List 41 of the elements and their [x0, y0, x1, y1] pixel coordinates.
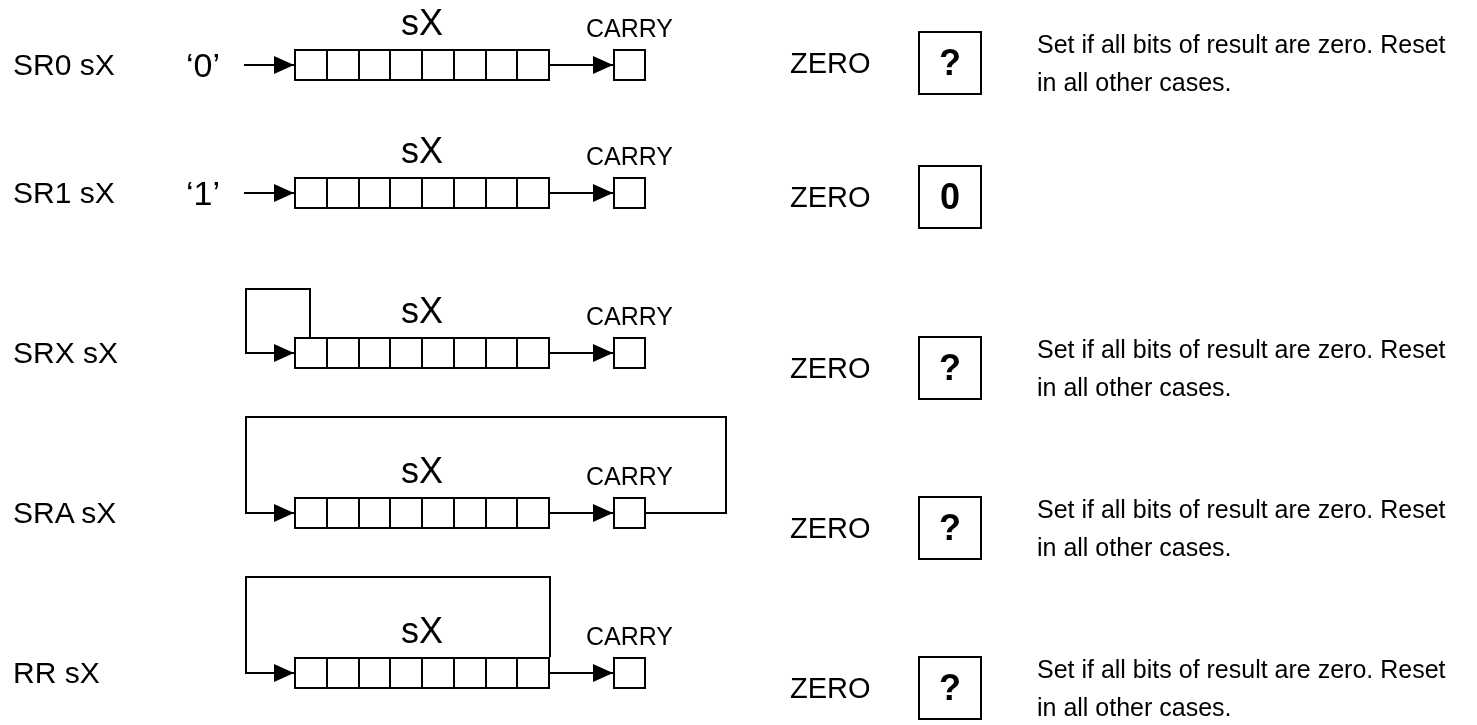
flag-name: ZERO [790, 514, 871, 543]
flag-name: ZERO [790, 674, 871, 703]
carry-flag-name: CARRY [585, 16, 674, 44]
register-name: sX [401, 613, 443, 653]
input-bit-label: ‘0’ [186, 41, 244, 89]
register-name: sX [401, 133, 443, 173]
instruction-label: RR sX [13, 658, 100, 688]
zero-flag-box: ? [918, 31, 982, 95]
register-name: sX [401, 293, 443, 333]
flag-description: Set if all bits of result are zero. Reset in all other cases. [1037, 494, 1447, 563]
carry-flag-name: CARRY [585, 304, 674, 332]
flag-description: Set if all bits of result are zero. Reset in all other cases. [1037, 334, 1447, 403]
instruction-label: SR1 sX [13, 178, 115, 208]
arrow [549, 184, 614, 202]
carry-flag-name: CARRY [585, 464, 674, 492]
flag-name: ZERO [790, 354, 871, 383]
zero-flag-box: ? [918, 496, 982, 560]
arrow [549, 56, 614, 74]
arrow [243, 184, 295, 202]
carry-flag-name: CARRY [585, 144, 674, 172]
zero-flag-box: ? [918, 336, 982, 400]
arrow [549, 504, 614, 522]
flag-name: ZERO [790, 49, 871, 78]
instruction-label: SRX sX [13, 338, 119, 368]
register-name: sX [401, 5, 443, 45]
arrow [243, 56, 295, 74]
carry-flag-name: CARRY [585, 624, 674, 652]
flag-description: Set if all bits of result are zero. Reset in all other cases. [1037, 654, 1447, 723]
arrow [549, 664, 614, 682]
flag-name: ZERO [790, 183, 871, 212]
zero-flag-box: 0 [918, 165, 982, 229]
instruction-label: SR0 sX [13, 50, 115, 80]
instruction-label: SRA sX [13, 498, 117, 528]
arrow [245, 288, 311, 362]
arrow [549, 344, 614, 362]
arrow [245, 416, 727, 522]
register-name: sX [401, 453, 443, 493]
arrow [245, 576, 551, 682]
input-bit-label: ‘1’ [186, 169, 244, 217]
zero-flag-box: ? [918, 656, 982, 720]
flag-description: Set if all bits of result are zero. Reset in all other cases. [1037, 29, 1447, 98]
